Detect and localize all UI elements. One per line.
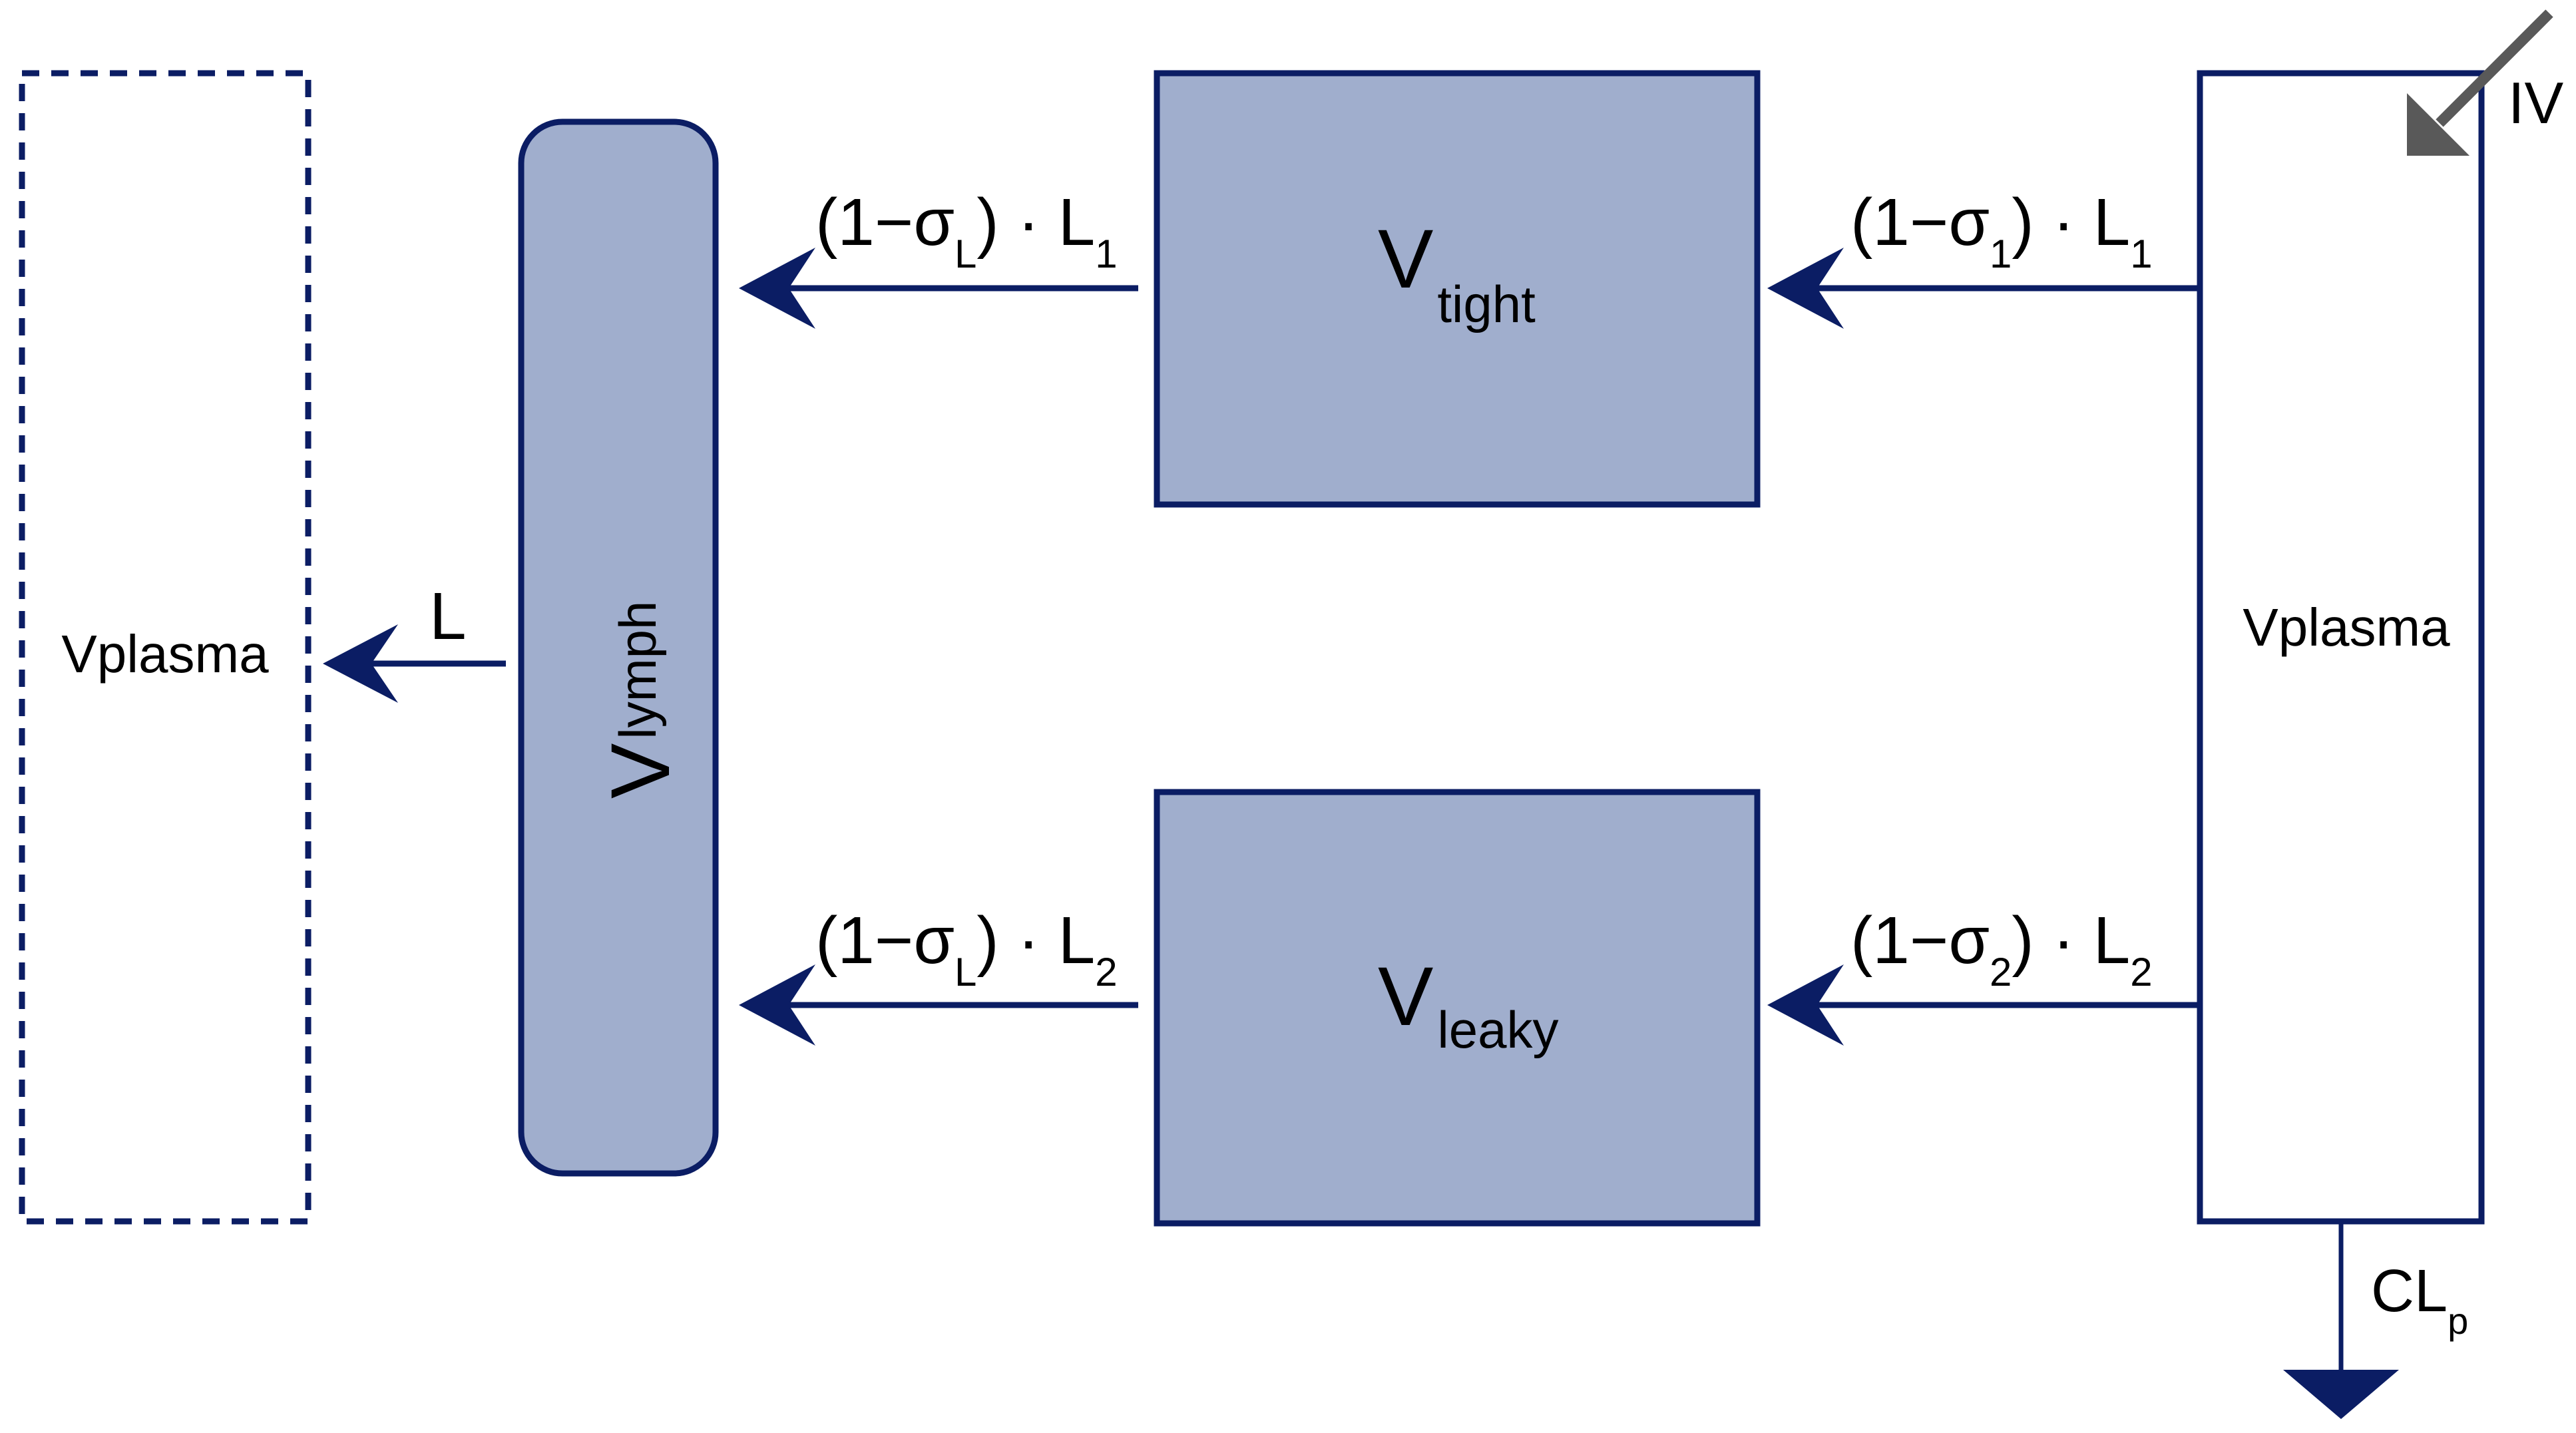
clearance-label: CLp xyxy=(2371,1258,2468,1342)
flow-label-tight-to-lymph: (1−σL) · L1 xyxy=(815,185,1118,276)
iv-arrowhead xyxy=(2407,93,2469,156)
flow-label-leaky-to-lymph: (1−σL) · L2 xyxy=(815,903,1118,994)
vplasma-right-label: Vplasma xyxy=(2243,598,2450,657)
vplasma-right-box xyxy=(2197,70,2485,1225)
flow-label-plasma-to-leaky: (1−σ2) · L2 xyxy=(1850,903,2153,994)
flow-label-plasma-to-tight: (1−σ1) · L1 xyxy=(1850,185,2153,276)
vplasma-left-label: Vplasma xyxy=(61,624,269,684)
iv-arrow-shaft xyxy=(2436,9,2553,127)
arrowhead-clearance xyxy=(2283,1370,2399,1419)
iv-label: IV xyxy=(2508,70,2563,136)
vtight-label: Vtight xyxy=(1378,213,1536,333)
arrowhead-tight-to-lymph xyxy=(739,248,815,329)
vplasma-left-box xyxy=(19,70,312,1225)
arrowhead-plasma-to-leaky xyxy=(1767,964,1844,1046)
flow-label-lymph-to-plasma: L xyxy=(429,579,467,654)
vlymph-box xyxy=(518,118,719,1177)
arrowhead-leaky-to-lymph xyxy=(739,964,815,1046)
arrowhead-lymph-to-plasma xyxy=(323,624,398,703)
vleaky-label: Vleaky xyxy=(1378,950,1558,1059)
vlymph-label: Vlymph xyxy=(594,601,687,799)
arrowhead-plasma-to-tight xyxy=(1767,248,1844,329)
vtight-box xyxy=(1154,70,1761,508)
vleaky-box xyxy=(1154,789,1761,1227)
